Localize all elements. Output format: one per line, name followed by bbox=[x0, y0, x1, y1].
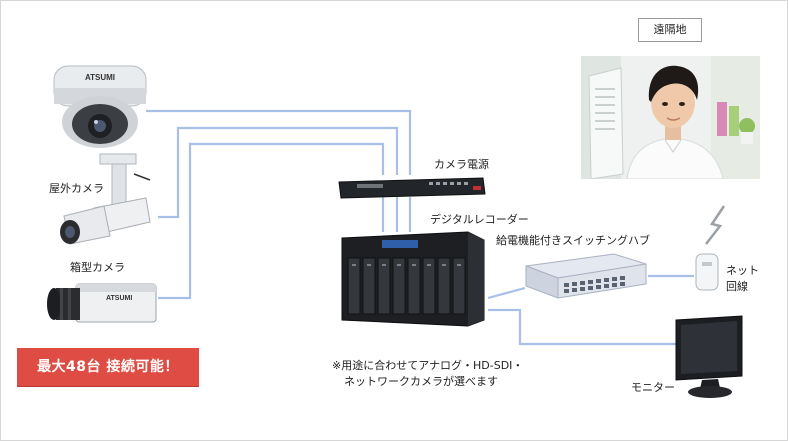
box-camera-brand: ATSUMI bbox=[106, 295, 132, 302]
box-camera-label: 箱型カメラ bbox=[70, 261, 125, 274]
network-line-label-2: 回線 bbox=[726, 280, 748, 293]
digital-recorder-image bbox=[341, 231, 485, 327]
camera-type-note-line-2: ネットワークカメラが選べます bbox=[344, 375, 498, 388]
network-line-label-1: ネット bbox=[726, 264, 759, 277]
camera-power-label: カメラ電源 bbox=[434, 158, 489, 171]
poe-switch-image bbox=[525, 253, 647, 299]
camera-power-unit-image bbox=[338, 177, 486, 199]
monitor-label: モニター bbox=[631, 381, 675, 394]
wire-box-camera bbox=[158, 142, 385, 300]
network-line-image bbox=[695, 205, 726, 291]
wire-recorder-to-monitor bbox=[488, 308, 676, 346]
poe-switch-label: 給電機能付きスイッチングハブ bbox=[496, 234, 650, 247]
dome-camera-brand: ATSUMI bbox=[85, 73, 115, 82]
outdoor-camera-label: 屋外カメラ bbox=[49, 182, 104, 195]
wire-dome-camera bbox=[146, 109, 412, 175]
box-camera-image: ATSUMI bbox=[47, 283, 157, 323]
monitor-image bbox=[675, 315, 743, 398]
remote-location-label: 遠隔地 bbox=[638, 18, 702, 42]
remote-operator-photo bbox=[581, 56, 760, 179]
wire-recorder-to-switch bbox=[487, 286, 526, 300]
digital-recorder-label: デジタルレコーダー bbox=[430, 213, 529, 226]
camera-type-note-line-1: ※用途に合わせてアナログ・HD-SDI・ bbox=[332, 359, 524, 372]
wire-outdoor-camera bbox=[158, 126, 399, 219]
wire-power-to-recorder bbox=[381, 197, 412, 232]
outdoor-camera-image bbox=[60, 153, 151, 245]
dome-camera-image: ATSUMI bbox=[53, 65, 147, 148]
max-connection-banner: 最大48台 接続可能！ bbox=[17, 348, 199, 386]
camera-type-note: ※用途に合わせてアナログ・HD-SDI・ ネットワークカメラが選べます bbox=[332, 358, 523, 390]
